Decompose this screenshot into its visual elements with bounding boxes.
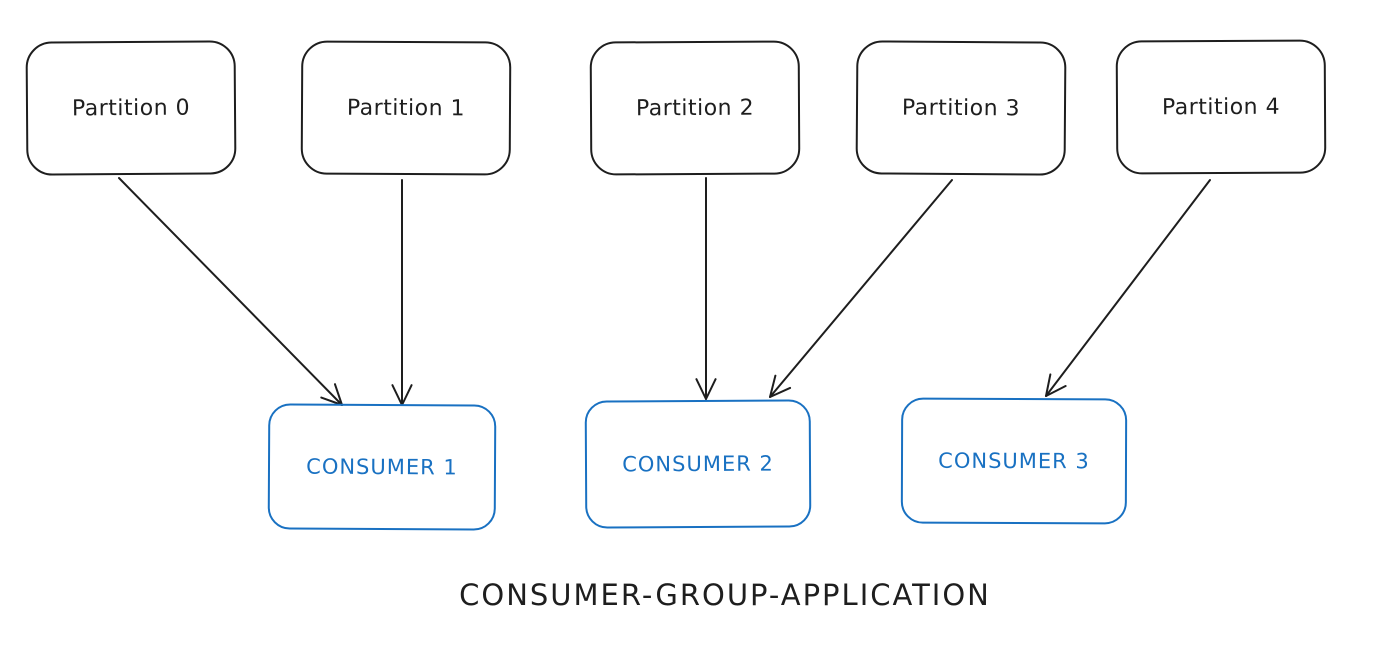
arrow-p1-to-c1 bbox=[391, 179, 413, 406]
arrowhead bbox=[769, 374, 792, 398]
partition-3-node[interactable]: Partition 3 bbox=[855, 40, 1067, 176]
partition-0-label: Partition 0 bbox=[71, 95, 191, 121]
partition-1-node[interactable]: Partition 1 bbox=[300, 40, 512, 176]
arrow-p4-to-c3 bbox=[1045, 179, 1211, 397]
arrow-p3-to-c2 bbox=[769, 179, 953, 398]
partition-4-node[interactable]: Partition 4 bbox=[1115, 39, 1327, 175]
partition-1-label: Partition 1 bbox=[346, 95, 466, 121]
consumer-1-node[interactable]: CONSUMER 1 bbox=[267, 403, 497, 531]
consumer-3-node[interactable]: CONSUMER 3 bbox=[900, 397, 1128, 525]
consumer-1-label: CONSUMER 1 bbox=[306, 454, 458, 480]
arrowhead bbox=[1045, 373, 1067, 397]
partition-2-node[interactable]: Partition 2 bbox=[589, 40, 801, 176]
partition-3-label: Partition 3 bbox=[901, 95, 1021, 121]
edges-layer bbox=[118, 177, 1211, 406]
arrow-p0-to-c1 bbox=[118, 177, 343, 406]
consumer-2-label: CONSUMER 2 bbox=[622, 451, 774, 477]
arrowhead bbox=[695, 378, 717, 400]
arrow-p2-to-c2 bbox=[695, 177, 717, 400]
partition-0-node[interactable]: Partition 0 bbox=[25, 40, 237, 176]
consumer-2-node[interactable]: CONSUMER 2 bbox=[584, 399, 812, 529]
consumer-3-label: CONSUMER 3 bbox=[938, 448, 1090, 474]
partition-4-label: Partition 4 bbox=[1161, 94, 1281, 120]
partition-2-label: Partition 2 bbox=[635, 95, 755, 121]
arrowhead bbox=[391, 384, 413, 406]
arrowhead bbox=[320, 383, 343, 406]
consumer-group-title: CONSUMER-GROUP-APPLICATION bbox=[459, 578, 991, 612]
